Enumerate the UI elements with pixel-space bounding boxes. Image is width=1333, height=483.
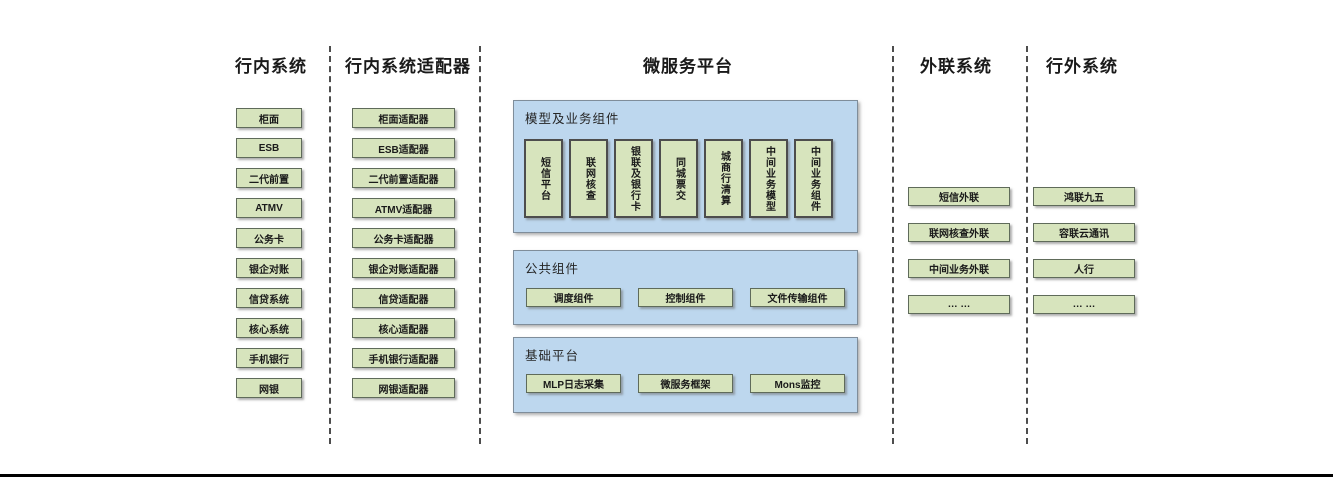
panel-base-platform: 基础平台 MLP日志采集 微服务框架 Mons监控 bbox=[513, 337, 858, 413]
column-title-external-systems: 行外系统 bbox=[1046, 57, 1118, 76]
panel-title: 模型及业务组件 bbox=[525, 112, 620, 126]
external-box: 容联云通讯 bbox=[1033, 223, 1135, 242]
external-systems-list: 鸿联九五 容联云通讯 人行 … … bbox=[1033, 187, 1135, 314]
adapter-box: 网银适配器 bbox=[352, 378, 455, 398]
adapter-box: 银企对账适配器 bbox=[352, 258, 455, 278]
component-box: 控制组件 bbox=[638, 288, 733, 307]
separator-line-1 bbox=[329, 46, 331, 444]
panel-title: 基础平台 bbox=[525, 349, 580, 363]
component-box: Mons监控 bbox=[750, 374, 845, 393]
internal-systems-list: 柜面 ESB 二代前置 ATMV 公务卡 银企对账 信贷系统 核心系统 手机银行… bbox=[236, 108, 302, 398]
external-box: 鸿联九五 bbox=[1033, 187, 1135, 206]
adapter-box: ESB适配器 bbox=[352, 138, 455, 158]
external-box: … … bbox=[1033, 295, 1135, 314]
outreach-systems-list: 短信外联 联网核查外联 中间业务外联 … … bbox=[908, 187, 1010, 314]
bottom-border-line bbox=[0, 474, 1333, 477]
adapter-box: 公务卡适配器 bbox=[352, 228, 455, 248]
outreach-box: 中间业务外联 bbox=[908, 259, 1010, 278]
system-box: ATMV bbox=[236, 198, 302, 218]
outreach-box: 联网核查外联 bbox=[908, 223, 1010, 242]
panel-title: 公共组件 bbox=[525, 262, 580, 276]
panel-model-business-components: 模型及业务组件 短信平台 联网核查 银联及银行卡 同城票交 城商行清算 中间业务… bbox=[513, 100, 858, 233]
component-box: 微服务框架 bbox=[638, 374, 733, 393]
adapter-box: 柜面适配器 bbox=[352, 108, 455, 128]
system-box: ESB bbox=[236, 138, 302, 158]
system-box: 银企对账 bbox=[236, 258, 302, 278]
system-box: 信贷系统 bbox=[236, 288, 302, 308]
component-box: 调度组件 bbox=[526, 288, 621, 307]
system-box: 二代前置 bbox=[236, 168, 302, 188]
adapter-list: 柜面适配器 ESB适配器 二代前置适配器 ATMV适配器 公务卡适配器 银企对账… bbox=[352, 108, 455, 398]
separator-line-2 bbox=[479, 46, 481, 444]
component-box: MLP日志采集 bbox=[526, 374, 621, 393]
system-box: 网银 bbox=[236, 378, 302, 398]
component-box: 文件传输组件 bbox=[750, 288, 845, 307]
model-components-row: 短信平台 联网核查 银联及银行卡 同城票交 城商行清算 中间业务模型 中间业务组… bbox=[524, 139, 833, 218]
column-title-outreach-systems: 外联系统 bbox=[920, 57, 992, 76]
base-platform-row: MLP日志采集 微服务框架 Mons监控 bbox=[526, 374, 845, 393]
outreach-box: … … bbox=[908, 295, 1010, 314]
component-box: 城商行清算 bbox=[704, 139, 743, 218]
separator-line-3 bbox=[892, 46, 894, 444]
system-box: 核心系统 bbox=[236, 318, 302, 338]
component-box: 同城票交 bbox=[659, 139, 698, 218]
column-title-internal-systems: 行内系统 bbox=[235, 57, 307, 76]
component-box: 中间业务组件 bbox=[794, 139, 833, 218]
adapter-box: 二代前置适配器 bbox=[352, 168, 455, 188]
common-components-row: 调度组件 控制组件 文件传输组件 bbox=[526, 288, 845, 307]
system-box: 柜面 bbox=[236, 108, 302, 128]
system-box: 手机银行 bbox=[236, 348, 302, 368]
panel-common-components: 公共组件 调度组件 控制组件 文件传输组件 bbox=[513, 250, 858, 325]
component-box: 中间业务模型 bbox=[749, 139, 788, 218]
adapter-box: 信贷适配器 bbox=[352, 288, 455, 308]
adapter-box: 手机银行适配器 bbox=[352, 348, 455, 368]
component-box: 短信平台 bbox=[524, 139, 563, 218]
component-box: 银联及银行卡 bbox=[614, 139, 653, 218]
outreach-box: 短信外联 bbox=[908, 187, 1010, 206]
adapter-box: ATMV适配器 bbox=[352, 198, 455, 218]
separator-line-4 bbox=[1026, 46, 1028, 444]
column-title-internal-adapters: 行内系统适配器 bbox=[345, 57, 471, 76]
external-box: 人行 bbox=[1033, 259, 1135, 278]
column-title-microservice-platform: 微服务平台 bbox=[643, 57, 733, 76]
adapter-box: 核心适配器 bbox=[352, 318, 455, 338]
component-box: 联网核查 bbox=[569, 139, 608, 218]
system-box: 公务卡 bbox=[236, 228, 302, 248]
